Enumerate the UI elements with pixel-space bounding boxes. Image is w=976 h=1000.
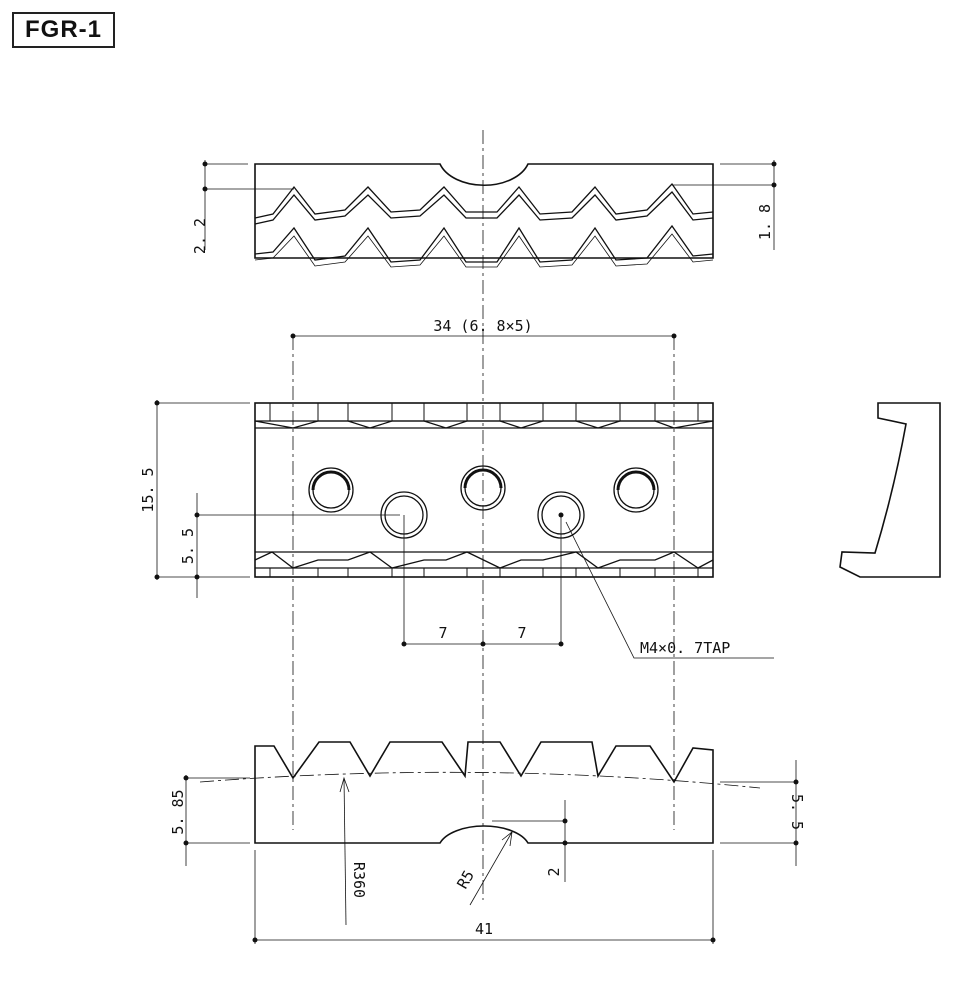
- bottom-view-outline: [254, 741, 714, 844]
- dim-radius-small: R5: [453, 867, 478, 892]
- dim-top-left-height: 2. 2: [191, 218, 209, 254]
- top-view-lower-zigzag: [254, 224, 714, 263]
- side-profile: [839, 402, 941, 578]
- dim-pitch-span: 34 (6. 8×5): [433, 317, 532, 335]
- dim-overall-width: 41: [475, 920, 493, 938]
- front-view-outline: [254, 402, 714, 578]
- top-view: [202, 160, 777, 268]
- dim-hole-height: 5. 5: [179, 528, 197, 564]
- upper-hole-right: [613, 467, 659, 513]
- top-view-upper-zigzag-inner: [254, 191, 714, 225]
- dim-radius-large: R360: [350, 862, 368, 898]
- dim-notch-depth: 2: [545, 867, 563, 876]
- dim-top-right-height: 1. 8: [756, 204, 774, 240]
- upper-hole-left: [308, 467, 354, 513]
- bottom-view: [183, 741, 799, 944]
- dim-side-left-height: 5. 85: [169, 789, 187, 834]
- top-view-upper-zigzag: [254, 182, 714, 219]
- dim-side-right-height: 5. 5: [788, 794, 806, 830]
- upper-hole-center: [460, 465, 506, 511]
- top-view-lower-zigzag-inner: [254, 233, 714, 268]
- part-title: FGR-1: [12, 12, 115, 48]
- dim-tap-callout: M4×0. 7TAP: [640, 639, 730, 657]
- front-view: [154, 333, 774, 830]
- top-view-outline: [254, 163, 714, 259]
- dim-hole-spacing-left: 7: [438, 624, 447, 642]
- dim-overall-height: 15. 5: [139, 467, 157, 512]
- dim-hole-spacing-right: 7: [517, 624, 526, 642]
